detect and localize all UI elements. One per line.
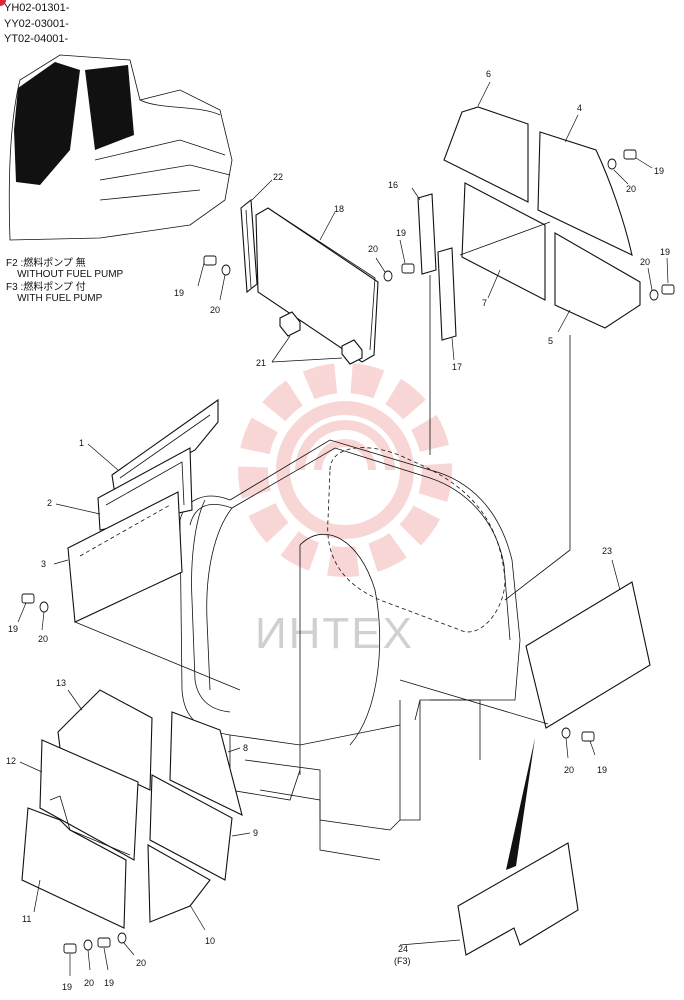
hardware-set-b: 19 20 (368, 228, 415, 282)
part-6-panel: 6 (443, 69, 529, 203)
callout-18: 18 (334, 204, 344, 214)
watermark-text: ИНТЕХ (255, 609, 414, 658)
callout-24: 24 (398, 944, 408, 954)
machine-thumbnail (8, 54, 233, 241)
part-9-panel: 9 (149, 774, 258, 881)
callout-13: 13 (56, 678, 66, 688)
callout-20d: 20 (640, 257, 650, 267)
hardware-set-g: 19 20 (62, 939, 94, 992)
callout-23: 23 (602, 546, 612, 556)
callout-19a: 19 (174, 288, 184, 298)
callout-20e: 20 (38, 634, 48, 644)
callout-19f: 19 (597, 765, 607, 775)
callout-3: 3 (41, 559, 46, 569)
part-22-rail: 22 (240, 172, 283, 294)
leader-lines-upper-right (429, 221, 571, 601)
callout-1: 1 (79, 438, 84, 448)
callout-4: 4 (577, 103, 582, 113)
corner-marker-icon (0, 0, 6, 6)
part-13-panel: 13 (56, 678, 153, 791)
callout-22: 22 (273, 172, 283, 182)
callout-8: 8 (243, 743, 248, 753)
part-23-panel: 23 (399, 546, 651, 729)
callout-12: 12 (6, 756, 16, 766)
hardware-set-d: 19 20 (640, 247, 675, 301)
serial-line-1: YH02-01301- (4, 2, 70, 14)
part-10-panel: 10 (147, 844, 215, 946)
part-21-clips: 21 (256, 311, 363, 368)
callout-20h: 20 (136, 958, 146, 968)
part-7-panel: 7 (461, 182, 546, 308)
part-12-panel: 12 (6, 739, 139, 861)
serial-line-2: YY02-03001- (4, 18, 69, 30)
part-18-panel: 18 (255, 204, 379, 363)
part-16-plate: 16 (388, 180, 437, 275)
part-8-panel: 8 (169, 711, 248, 817)
part-11-panel: 11 (21, 807, 127, 929)
callout-20g: 20 (84, 978, 94, 988)
part-5-panel: 5 (548, 232, 641, 346)
callout-5: 5 (548, 336, 553, 346)
hardware-set-h: 19 20 (97, 932, 146, 988)
callout-19d: 19 (660, 247, 670, 257)
legend-f2: F2 :燃料ポンプ 無 WITHOUT FUEL PUMP (6, 258, 124, 280)
callout-9: 9 (253, 828, 258, 838)
callout-6: 6 (486, 69, 491, 79)
callout-2: 2 (47, 498, 52, 508)
callout-20f: 20 (564, 765, 574, 775)
callout-19h: 19 (104, 978, 114, 988)
hardware-set-e: 19 20 (8, 593, 49, 644)
callout-19b: 19 (396, 228, 406, 238)
part-17-plate: 17 (437, 247, 462, 372)
callout-20a: 20 (210, 305, 220, 315)
callout-24-note: (F3) (394, 956, 411, 966)
serial-line-3: YT02-04001- (4, 33, 69, 45)
callout-7: 7 (482, 298, 487, 308)
callout-16: 16 (388, 180, 398, 190)
hardware-set-a: 19 20 (174, 255, 231, 315)
callout-17: 17 (452, 362, 462, 372)
arrow-icon (506, 738, 535, 870)
part-3-panel: 3 (41, 491, 241, 691)
hardware-set-f: 19 20 (561, 727, 607, 775)
cab-frame (179, 439, 521, 861)
callout-10: 10 (205, 936, 215, 946)
callout-19g: 19 (62, 982, 72, 992)
callout-20b: 20 (368, 244, 378, 254)
callout-19c: 19 (654, 166, 664, 176)
callout-19e: 19 (8, 624, 18, 634)
hardware-set-c: 19 20 (607, 149, 664, 194)
callout-20c: 20 (626, 184, 636, 194)
callout-11: 11 (22, 914, 31, 924)
part-4-panel: 4 (537, 103, 633, 256)
part-24-panel: 24 (F3) (394, 738, 579, 966)
callout-21: 21 (256, 358, 266, 368)
legend-f3: F3 :燃料ポンプ 付 WITH FUEL PUMP (6, 282, 103, 304)
